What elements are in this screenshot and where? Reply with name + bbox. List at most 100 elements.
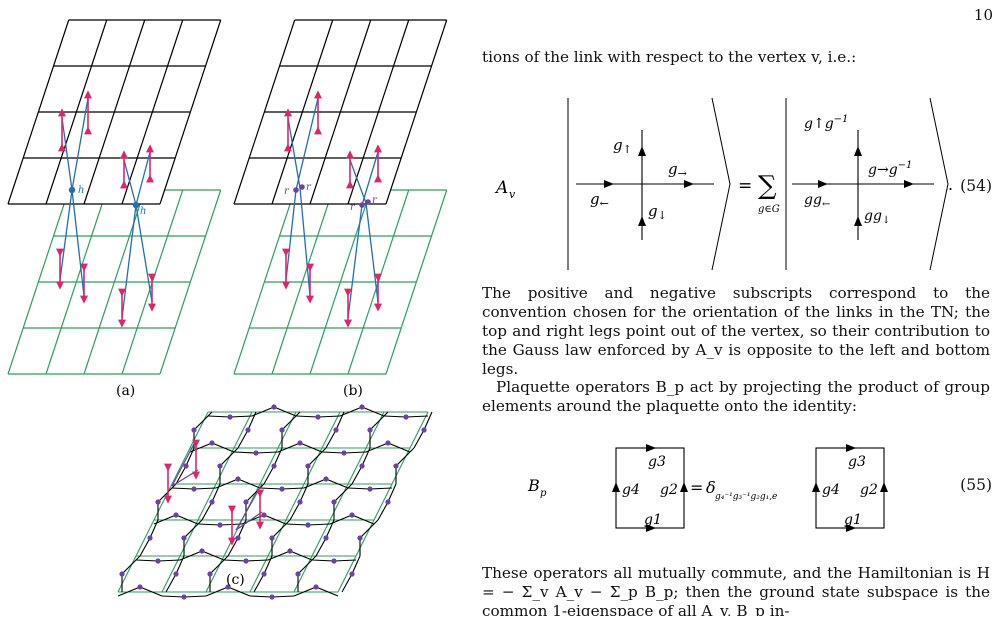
- vertex-dot: [359, 404, 365, 410]
- zigzag-column: [281, 411, 301, 448]
- eq54-g-up: g↑: [613, 136, 632, 156]
- zigzag-column: [157, 483, 177, 520]
- vertex-dot: [333, 427, 339, 433]
- vertex-dot: [155, 499, 161, 505]
- vertex-dot: [173, 571, 179, 577]
- eq54-g-down: g↓: [648, 202, 667, 222]
- eq54-rhs-right: g→g−1: [868, 160, 912, 178]
- vertex-dot: [323, 476, 329, 482]
- zigzag-column: [245, 483, 265, 520]
- lattice-column-line: [271, 19, 334, 205]
- eq55-delta: δ: [706, 478, 716, 497]
- vertex-dot: [209, 440, 215, 446]
- panel-a-vertex-dot: [132, 201, 140, 209]
- vertex-dot: [341, 450, 347, 456]
- panel-b-label-r: r: [350, 202, 356, 213]
- vertex-dot: [225, 584, 231, 590]
- vertex-dot: [279, 427, 285, 433]
- paragraph-plaquette: Plaquette operators B_p act by projectin…: [482, 378, 990, 415]
- caption-b: (b): [343, 383, 363, 399]
- caption-c: (c): [226, 572, 245, 588]
- eq55-number: (55): [960, 476, 992, 494]
- vertex-dot: [271, 463, 277, 469]
- vertex-dot: [155, 558, 161, 564]
- vertex-dot: [315, 414, 321, 420]
- eq54-equals: =: [738, 176, 752, 196]
- zigzag-column: [369, 411, 389, 448]
- vertex-dot: [305, 522, 311, 528]
- vertex-dot: [269, 594, 275, 600]
- eq55-g1-rhs: g1: [844, 512, 862, 528]
- panel-a-label-h: h: [140, 206, 146, 217]
- eq54-ket-angle: [711, 97, 731, 270]
- vertex-dot: [119, 571, 125, 577]
- panel-b-vertex-dot: [365, 199, 371, 205]
- lattice-column-line: [249, 411, 341, 593]
- vertex-dot: [181, 594, 187, 600]
- lattice-column-line: [205, 411, 297, 593]
- lattice-column-line: [271, 189, 334, 375]
- eq55-g3: g3: [648, 454, 666, 470]
- vertex-dot: [349, 571, 355, 577]
- figure-panels: h h r r r: [0, 0, 470, 616]
- vertex-dot: [403, 414, 409, 420]
- lattice-column-line: [45, 19, 108, 205]
- eq55-lhs-operator: B: [527, 476, 540, 495]
- eq55-lhs-subscript: p: [540, 488, 547, 499]
- zigzag-column: [219, 447, 239, 484]
- eq54-lhs-subscript: v: [509, 188, 516, 201]
- zigzag-column: [271, 519, 291, 556]
- lattice-column-line: [337, 411, 429, 593]
- lattice-column-line: [385, 19, 448, 205]
- vertex-dot: [313, 584, 319, 590]
- panel-b-vertex-dot: [299, 184, 305, 190]
- eq54-sum: ∑: [758, 171, 777, 201]
- paragraph-link-orientation: tions of the link with respect to the ve…: [482, 48, 857, 66]
- vertex-dot: [207, 571, 213, 577]
- equation-55: B p g3 g4 g2 g1 = δ g₄⁻¹g₃⁻¹g₂g₁,e g3 g4…: [482, 418, 992, 554]
- eq55-g2: g2: [660, 482, 678, 498]
- paragraph-subscripts: The positive and negative subscripts cor…: [482, 284, 990, 378]
- lattice-column-line: [309, 19, 372, 205]
- lattice-column-line: [159, 189, 222, 375]
- vertex-dot: [173, 512, 179, 518]
- vertex-dot: [245, 427, 251, 433]
- panel-c: [117, 404, 433, 600]
- eq54-sum-subscript: g∈G: [758, 204, 780, 215]
- vertex-dot: [181, 535, 187, 541]
- zigzag-column: [359, 519, 379, 556]
- vertex-dot: [243, 499, 249, 505]
- vertex-dot: [217, 522, 223, 528]
- figure-svg: h h r r r: [7, 19, 448, 600]
- vertex-dot: [323, 535, 329, 541]
- panel-b-green-lattice: [233, 189, 448, 375]
- vertex-dot: [183, 463, 189, 469]
- eq55-delta-subscript: g₄⁻¹g₃⁻¹g₂g₁,e: [715, 492, 777, 502]
- panel-a-arrows: [56, 90, 156, 328]
- vertex-dot: [271, 404, 277, 410]
- panel-b-arrows: [282, 90, 382, 328]
- lattice-column-line: [347, 19, 410, 205]
- vertex-dot: [331, 499, 337, 505]
- lattice-column-line: [7, 19, 70, 205]
- panel-b-vertex-dot: [293, 187, 299, 193]
- vertex-dot: [191, 486, 197, 492]
- lattice-column-line: [293, 411, 385, 593]
- vertex-dot: [357, 535, 363, 541]
- vertex-dot: [287, 548, 293, 554]
- lattice-column-line: [233, 189, 296, 375]
- lattice-column-line: [45, 189, 108, 375]
- lattice-column-line: [121, 19, 184, 205]
- vertex-dot: [235, 476, 241, 482]
- panel-b-vertex-dot: [359, 202, 365, 208]
- eq55-equals: =: [690, 478, 703, 497]
- lattice-column-line: [159, 19, 222, 205]
- zigzag-column: [395, 447, 415, 484]
- lattice-column-line: [161, 411, 253, 593]
- lattice-column-line: [83, 19, 146, 205]
- vertex-dot: [297, 499, 303, 505]
- paragraph-hamiltonian: These operators all mutually commute, an…: [482, 564, 990, 616]
- eq54-period: .: [948, 175, 952, 194]
- eq54-ket-angle: [929, 97, 949, 270]
- vertex-dot: [243, 558, 249, 564]
